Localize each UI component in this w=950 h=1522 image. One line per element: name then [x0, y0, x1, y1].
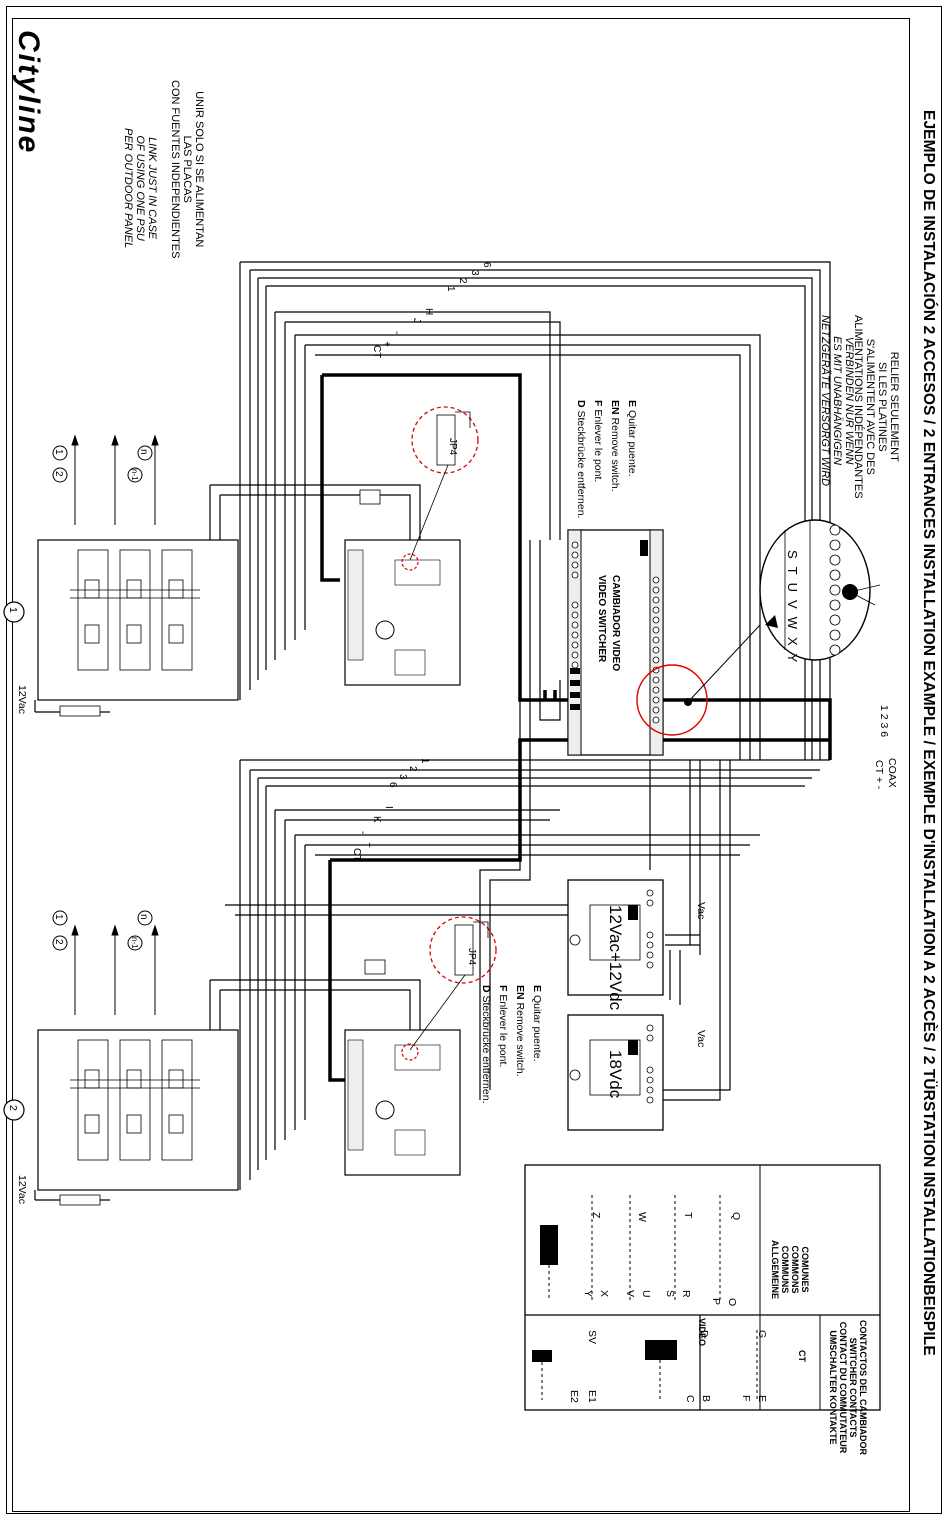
highlight-circle-switcher [636, 664, 708, 736]
wire-label: H [423, 308, 434, 316]
wire-minus-top [295, 334, 761, 760]
contact-s: S [664, 1290, 676, 1298]
contact-z: Z [590, 1212, 602, 1219]
callout-n1-bottom: n-1 [130, 937, 139, 949]
wire-label: 2 [457, 278, 468, 284]
panel-2-number-circle [3, 1099, 25, 1121]
panel-2-lock: 12Vac [16, 1175, 28, 1204]
coax-bottom [330, 738, 830, 862]
contact-u: U [640, 1290, 652, 1298]
wire-label: + [381, 341, 392, 347]
coax-top [322, 373, 832, 760]
wire-j-top [285, 321, 561, 540]
contact-w: W [636, 1212, 648, 1222]
wire-label: CT [351, 848, 362, 862]
wire-h-top [275, 311, 551, 540]
jumper-label-2: JP4 [466, 948, 477, 966]
wire-label: 3 [469, 270, 480, 276]
callout-1-top: 1 [53, 449, 64, 455]
contact-sv: SV [586, 1330, 598, 1345]
callout-n-bottom: n [138, 914, 149, 920]
contact-e: E [756, 1395, 768, 1403]
wire-label: 1 [419, 758, 430, 764]
outer-frame [6, 6, 942, 1514]
contact-p: P [710, 1298, 722, 1306]
contact-g: G [756, 1330, 768, 1339]
contact-e2: E2 [568, 1390, 580, 1403]
contact-r: R [680, 1290, 692, 1298]
contacts-ct-label: CT [797, 1350, 807, 1362]
outdoor-panel-2 [37, 1029, 461, 1206]
riser-ct-label: CT + - [873, 760, 885, 790]
wire-ct-top [315, 354, 741, 760]
callout-2-bottom: 2 [53, 939, 64, 945]
callout-n-top: n [138, 449, 149, 455]
callout-2-top: 2 [53, 471, 64, 477]
inner-frame [12, 18, 910, 1512]
psu-18vdc [567, 1014, 664, 1131]
wire-label: 1 [445, 286, 456, 292]
psu-12vac-12vdc [567, 879, 664, 996]
riser-coax-label: COAX [886, 758, 898, 788]
wire-label: + [363, 842, 374, 848]
psu2-label: 18Vdc [606, 1050, 625, 1099]
switcher-terminal-letters: STUVWXY [785, 550, 800, 671]
callout-n1-top: n-1 [130, 469, 139, 481]
panel-2-number: 2 [7, 1105, 19, 1111]
psu2-input: Vac [695, 1030, 707, 1048]
panel-1-number: 1 [7, 607, 19, 613]
contact-v: V [624, 1290, 636, 1298]
wire-6-top [240, 261, 831, 760]
wire-label: CT [371, 345, 382, 359]
jumper-label-1: JP4 [447, 438, 458, 456]
wire-plus-top [305, 344, 751, 760]
panel-1-lock: 12Vac [16, 685, 28, 714]
wire-label: J [411, 318, 422, 323]
riser-wires-label: 1 2 3 6 [878, 705, 890, 738]
wire-2-top [258, 277, 813, 760]
contact-f: F [740, 1395, 752, 1402]
video-switcher-box [567, 529, 664, 756]
panel-1-number-circle [3, 601, 25, 623]
contact-d: D [698, 1330, 710, 1338]
contact-e1: E1 [586, 1390, 598, 1403]
switcher-label: CAMBIADOR VIDEO VIDEO SWITCHER [596, 575, 621, 672]
outdoor-panel-1 [37, 539, 461, 717]
wire-label: - [391, 331, 402, 335]
wire-1-top [266, 285, 806, 760]
wire-label: - [357, 831, 368, 835]
wire-label: 6 [387, 782, 398, 788]
wire-3-top [250, 269, 821, 760]
contact-c: C [684, 1395, 696, 1403]
jumper-highlight-2 [429, 916, 497, 984]
psu1-input: Vac [695, 902, 707, 920]
wire-label: I [383, 806, 394, 809]
wire-label: 3 [397, 774, 408, 780]
wire-label: K [371, 816, 382, 823]
contact-o: O [726, 1298, 738, 1307]
psu1-label: 12Vac+12Vdc [606, 905, 625, 1011]
contact-t: T [682, 1212, 694, 1219]
contact-y: Y [582, 1290, 594, 1298]
terminal-zoom-ellipse [759, 519, 881, 661]
wire-label: 6 [481, 262, 492, 268]
callout-1-bottom: 1 [53, 914, 64, 920]
contacts-common: COMUNES COMMONS COMMUNS ALLGEMEINE [770, 1240, 810, 1300]
call-callouts [52, 445, 153, 951]
contact-q: Q [730, 1212, 742, 1221]
contact-b: B [700, 1395, 712, 1403]
contacts-title: CONTACTOS DEL CAMBIADOR SWITCHER CONTACT… [828, 1320, 868, 1455]
contacts-table [524, 1164, 881, 1411]
wire-label: 2 [407, 766, 418, 772]
contact-x: X [598, 1290, 610, 1298]
